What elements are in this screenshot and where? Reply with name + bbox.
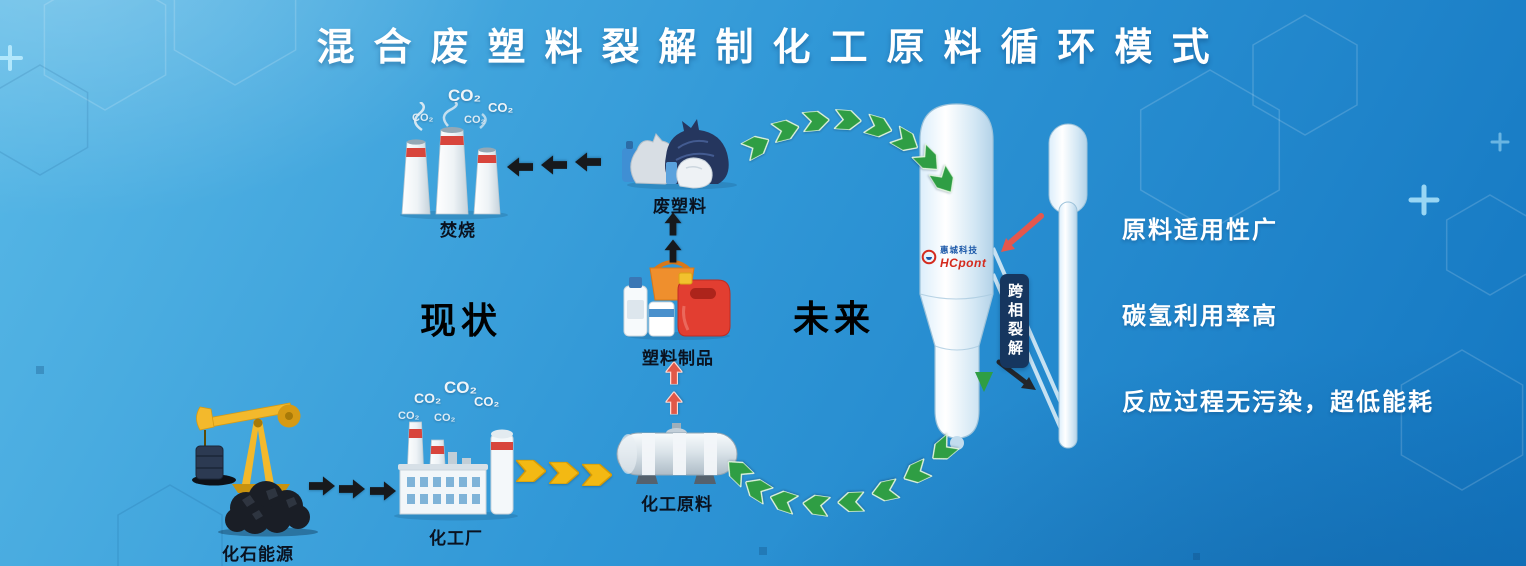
flow-arrow-green [836, 490, 867, 513]
co2-emission-label: CO₂ [434, 412, 456, 424]
status-quo-label: 现状 [420, 300, 503, 341]
incineration-icon [400, 102, 508, 220]
cross-phase-pyrolysis-badge: 跨相裂解 [1000, 274, 1029, 368]
co2-emission-label: CO₂ [488, 100, 514, 115]
flow-arrow-green [738, 131, 773, 163]
flow-arrow-black [575, 152, 601, 172]
co2-emission-label: CO₂ [464, 114, 486, 126]
chemical-feedstock-node: 化工原料 [612, 418, 742, 514]
fossil-energy-node: 化石能源 [192, 388, 324, 564]
chemical-feedstock-icon [616, 423, 738, 484]
future-label: 未来 [793, 298, 876, 339]
flow-arrow-green [870, 477, 902, 503]
fossil-energy-icon [192, 402, 318, 537]
flow-arrow-green [800, 110, 831, 133]
co2-emission-label: CO₂ [414, 390, 442, 406]
flow-arrow-black [339, 479, 365, 499]
feature-text: 原料适用性广 [1122, 217, 1278, 244]
co2-emission-label: CO₂ [474, 394, 500, 409]
hcpont-logo-icon [921, 249, 937, 265]
incineration-label: 焚烧 [440, 221, 476, 240]
feature-text: 碳氢利用率高 [1122, 303, 1278, 330]
hcpont-logo: 惠城科技 HCpont [921, 244, 991, 270]
flow-arrow-green [767, 487, 801, 516]
flow-arrow-yellow [580, 463, 614, 487]
pyrolysis-reactor-node: 惠城科技 HCpont 跨相裂解 [905, 98, 1115, 460]
flow-arrow-green [861, 112, 894, 141]
waste-plastic-label: 废塑料 [653, 197, 707, 216]
waste-plastic-icon [622, 119, 737, 190]
waste-plastic-node: 废塑料 [620, 106, 740, 216]
flow-arrow-green [832, 108, 863, 131]
chemical-feedstock-label: 化工原料 [641, 495, 713, 514]
flow-arrow-green [740, 473, 776, 507]
flow-arrow-yellow [547, 461, 581, 485]
chemical-plant-label: 化工厂 [429, 529, 483, 548]
flow-arrow-red [664, 390, 684, 416]
fossil-energy-label: 化石能源 [222, 545, 294, 564]
plastic-products-icon [623, 260, 731, 340]
feature-text: 反应过程无污染，超低能耗 [1122, 389, 1434, 416]
plastic-products-node: 塑料制品 [618, 260, 738, 368]
page-title: 混合废塑料裂解制化工原料循环模式 [316, 27, 1229, 69]
brand-name-cn: 惠城科技 [940, 245, 979, 255]
flow-arrow-green [801, 493, 833, 518]
co2-emission-label: CO₂ [398, 410, 420, 422]
co2-emission-label: CO₂ [448, 86, 482, 105]
chemical-plant-node: CO₂ CO₂ CO₂ CO₂ CO₂ [390, 378, 522, 548]
chemical-plant-icon [394, 421, 518, 521]
plastic-products-label: 塑料制品 [642, 349, 714, 368]
incineration-node: CO₂ CO₂ CO₂ CO₂ 焚烧 [392, 86, 524, 240]
flow-arrow-green [768, 117, 801, 144]
co2-emission-label: CO₂ [444, 378, 478, 397]
flow-arrow-green [900, 456, 935, 488]
brand-name-en: HCpont [940, 256, 987, 270]
flow-arrow-black [541, 155, 567, 175]
